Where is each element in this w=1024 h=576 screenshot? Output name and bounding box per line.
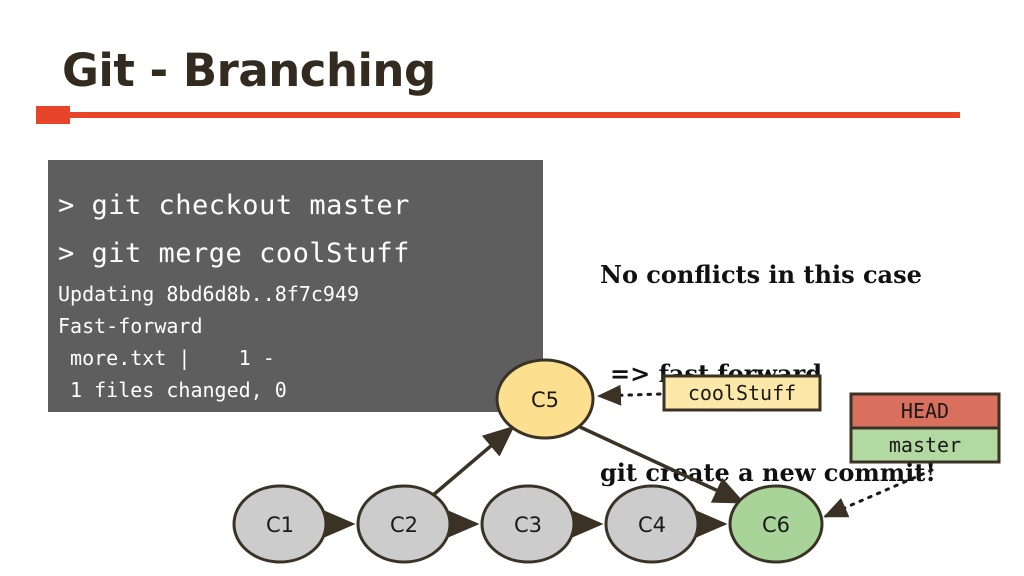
terminal-command-line: > git merge coolStuff xyxy=(58,238,410,269)
graph-node[interactable]: C5 xyxy=(495,358,595,440)
tag-coolstuff-box[interactable] xyxy=(662,374,822,412)
tag-master-label: master xyxy=(889,433,961,457)
page-title: Git - Branching xyxy=(62,44,436,97)
node-c4-label: C4 xyxy=(638,513,666,537)
tag-head-label: HEAD xyxy=(901,399,949,423)
graph-node[interactable]: C2 xyxy=(356,484,452,564)
node-c6-label: C6 xyxy=(762,513,790,537)
node-c2-shape[interactable] xyxy=(356,484,452,564)
graph-node[interactable]: C4 xyxy=(604,484,700,564)
graph-node[interactable]: C6 xyxy=(728,484,824,564)
annotation-line: No conflicts in this case xyxy=(600,260,922,289)
terminal-output-line: Updating 8bd6d8b..8f7c949 xyxy=(58,282,360,306)
terminal-command-line: > git checkout master xyxy=(58,190,410,221)
terminal-panel: > git checkout master > git merge coolSt… xyxy=(48,160,543,412)
tag-master[interactable]: master xyxy=(849,426,1001,464)
node-c5-shape[interactable] xyxy=(495,358,595,440)
graph-node[interactable]: C3 xyxy=(480,484,576,564)
terminal-output-line: more.txt | 1 - xyxy=(58,346,275,370)
node-c1-label: C1 xyxy=(266,513,294,537)
connector-coolstuff-to-c5 xyxy=(597,384,662,406)
edge-c2-c5 xyxy=(430,425,515,498)
node-c1-shape[interactable] xyxy=(232,484,328,564)
graph-node[interactable]: C1 xyxy=(232,484,328,564)
tag-coolstuff-label: coolStuff xyxy=(688,381,796,405)
node-c4-shape[interactable] xyxy=(604,484,700,564)
tag-coolstuff[interactable]: coolStuff xyxy=(662,374,822,412)
node-c5-label: C5 xyxy=(531,388,559,412)
node-c3-shape[interactable] xyxy=(480,484,576,564)
tag-head[interactable]: HEAD xyxy=(849,392,1001,430)
title-accent-square xyxy=(36,106,70,124)
title-divider-rule xyxy=(56,112,960,118)
terminal-output-line: 1 files changed, 0 xyxy=(58,378,287,402)
connector-master-to-c6 xyxy=(823,468,934,518)
node-c3-label: C3 xyxy=(514,513,542,537)
edge-c5-c6 xyxy=(579,425,746,504)
node-c6-shape[interactable] xyxy=(728,484,824,564)
terminal-output-line: Fast-forward xyxy=(58,314,203,338)
tag-master-box[interactable] xyxy=(849,426,1001,464)
node-c2-label: C2 xyxy=(390,513,418,537)
